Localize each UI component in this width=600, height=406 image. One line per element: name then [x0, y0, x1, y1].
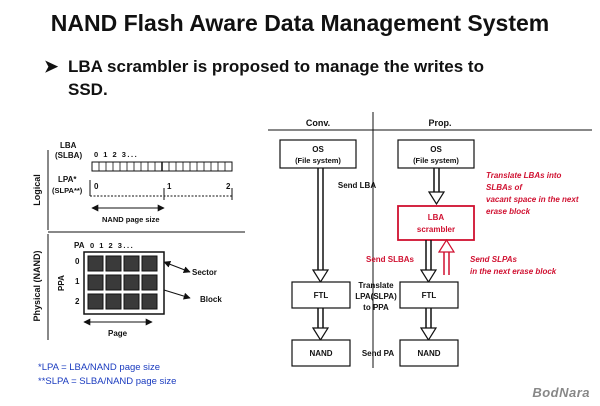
lpa-1: 1 [167, 182, 172, 191]
translate-lbas-line: vacant space in the next [486, 195, 579, 204]
bullet-point: ➤ LBA scrambler is proposed to manage the… [44, 55, 564, 101]
conv-header: Conv. [306, 118, 330, 128]
nand-sector-cell [87, 293, 104, 310]
bullet-line-1: LBA scrambler is proposed to manage the … [68, 57, 484, 76]
translate-lbas-line: Translate LBAs into [486, 171, 562, 180]
nand-sector-cell [87, 255, 104, 272]
pa-label: PA [74, 241, 85, 250]
prop-os-scrambler-arrowhead [427, 191, 446, 206]
left-diagram: Logical Physical (NAND) LBA (SLBA) 0 1 2… [32, 141, 245, 340]
lba-label: LBA [60, 141, 77, 150]
send-slpas-line: in the next erase block [470, 267, 557, 276]
nand-sector-cell [123, 293, 140, 310]
lba-scrambler-label-1: LBA [428, 213, 445, 222]
ppa-0: 0 [75, 257, 80, 266]
conv-ftl-nand-arrowhead [311, 327, 330, 342]
prop-ftl-label: FTL [422, 291, 437, 300]
conv-ftl-box [291, 281, 351, 309]
prop-header: Prop. [428, 118, 451, 128]
prop-scrambler-ftl-arrowhead [419, 269, 438, 284]
prop-nand-label: NAND [417, 349, 440, 358]
nand-cells [87, 255, 158, 310]
conv-os-label: OS [312, 145, 324, 154]
nand-sector-cell [87, 274, 104, 291]
block-label: Block [200, 295, 222, 304]
send-pa-label: Send PA [362, 349, 395, 358]
arrow-bullet-icon: ➤ [44, 57, 59, 76]
translate-lbas-line: SLBAs of [486, 183, 523, 192]
prop-os-box [397, 139, 475, 169]
conv-file-system-label: (File system) [295, 156, 341, 165]
nand-sector-cell [141, 293, 158, 310]
conv-ftl-label: FTL [314, 291, 329, 300]
slide-title: NAND Flash Aware Data Management System [50, 10, 550, 36]
nand-sector-cell [105, 255, 122, 272]
send-slpas-line: Send SLPAs [470, 255, 518, 264]
nand-sector-cell [141, 255, 158, 272]
sector-label: Sector [192, 268, 217, 277]
conv-os-ftl-arrowhead [311, 269, 330, 284]
conv-nand-box [291, 339, 351, 367]
slpa-label: (SLPA**) [52, 186, 83, 195]
nand-sector-cell [123, 255, 140, 272]
ppa-1: 1 [75, 277, 80, 286]
lba-scrambler-label-2: scrambler [417, 225, 455, 234]
translate-line: to PPA [363, 303, 389, 312]
conv-nand-label: NAND [309, 349, 332, 358]
lba-tick-labels: 0 1 2 3... [94, 150, 138, 159]
translate-line: LPA(SLPA) [355, 292, 397, 301]
lpa-2: 2 [226, 182, 231, 191]
prop-ftl-scrambler-red-arrowhead [437, 238, 456, 253]
send-lba-line-1: Send LBA [338, 181, 376, 190]
lpa-label: LPA* [58, 175, 77, 184]
prop-file-system-label: (File system) [413, 156, 459, 165]
logical-label: Logical [32, 174, 42, 206]
prop-ftl-nand-arrowhead [419, 327, 438, 342]
send-slbas-label: Send SLBAs [366, 255, 415, 264]
lpa-0: 0 [94, 182, 99, 191]
watermark-logo: BodNara [532, 385, 590, 400]
nand-sector-cell [105, 293, 122, 310]
ppa-2: 2 [75, 297, 80, 306]
translate-lbas-line: erase block [486, 207, 531, 216]
lba-cells [98, 162, 226, 171]
prop-os-label: OS [430, 145, 442, 154]
lba-scrambler-box [397, 205, 475, 241]
ppa-label: PPA [57, 275, 66, 291]
pa-tick-labels: 0 1 2 3... [90, 241, 134, 250]
block-pointer [163, 289, 191, 300]
physical-label: Physical (NAND) [32, 250, 42, 321]
nand-sector-cell [141, 274, 158, 291]
nand-sector-cell [123, 274, 140, 291]
right-diagram: Conv. Prop. OS (File system) OS (File sy… [268, 112, 592, 368]
translate-line: Translate [358, 281, 394, 290]
footnote-slpa: **SLPA = SLBA/NAND page size [38, 376, 177, 387]
prop-nand-box [399, 339, 459, 367]
slba-label: (SLBA) [55, 151, 82, 160]
nand-sector-cell [105, 274, 122, 291]
sector-pointer [163, 260, 191, 274]
prop-ftl-box [399, 281, 459, 309]
footnote-lpa: *LPA = LBA/NAND page size [38, 362, 161, 373]
page-label: Page [108, 329, 128, 338]
bullet-line-2: SSD. [68, 80, 108, 99]
nand-page-size-label: NAND page size [102, 215, 160, 224]
